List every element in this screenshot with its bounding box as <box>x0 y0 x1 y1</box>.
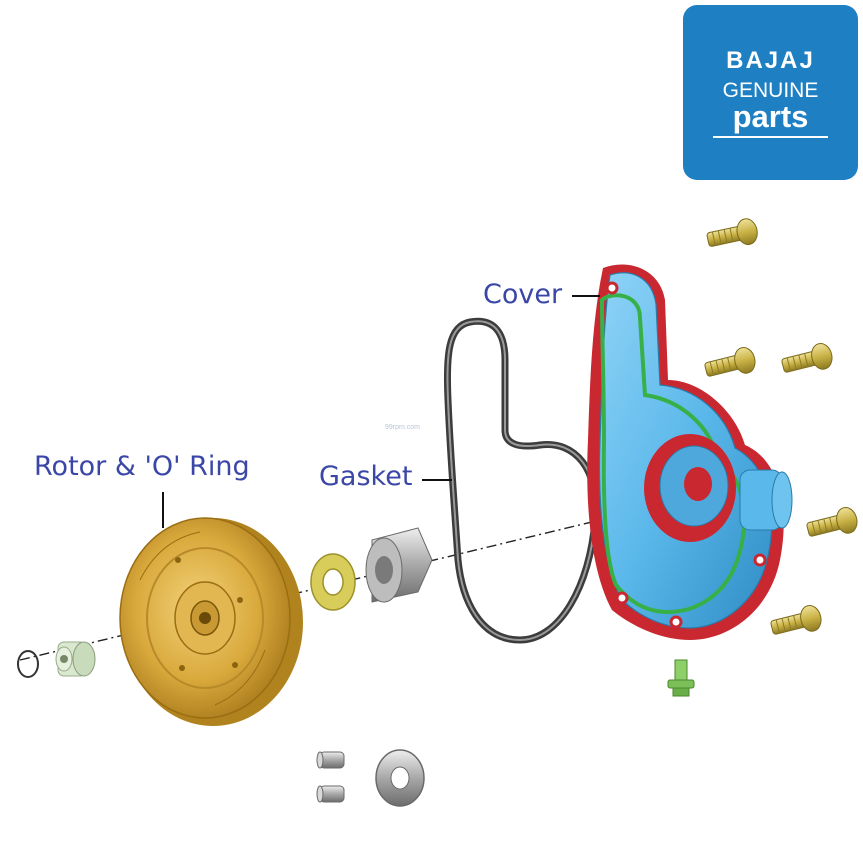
dowel-pin-2 <box>316 785 345 803</box>
flat-washer <box>375 749 425 807</box>
steel-bushing <box>365 527 433 603</box>
watermark: 99rpm.com <box>385 424 421 431</box>
gasket-label: Gasket <box>319 461 413 492</box>
cover-bolt-1 <box>704 216 761 254</box>
drain-bolt <box>667 659 695 697</box>
gasket-outline <box>443 317 600 644</box>
small-bushing <box>55 641 96 677</box>
bajaj-genuine-parts-logo: BAJAJ GENUINE parts <box>683 5 858 180</box>
dowel-pin-1 <box>316 751 345 769</box>
logo-line1: GENUINE <box>722 79 819 102</box>
rotor-label: Rotor & 'O' Ring <box>34 451 250 482</box>
cover-bolt-4 <box>804 504 861 544</box>
logo-underline <box>713 136 828 138</box>
cover-label: Cover <box>483 279 563 310</box>
rotor-impeller <box>119 517 303 726</box>
small-o-ring <box>17 650 39 678</box>
yellow-seal-washer <box>310 553 356 611</box>
logo-brand: BAJAJ <box>726 47 815 74</box>
pump-cover-housing <box>587 264 793 640</box>
cover-bolt-3 <box>779 340 836 380</box>
cover-bolt-2 <box>702 344 759 384</box>
cover-bolt-5 <box>768 602 825 642</box>
logo-line2: parts <box>732 99 809 134</box>
